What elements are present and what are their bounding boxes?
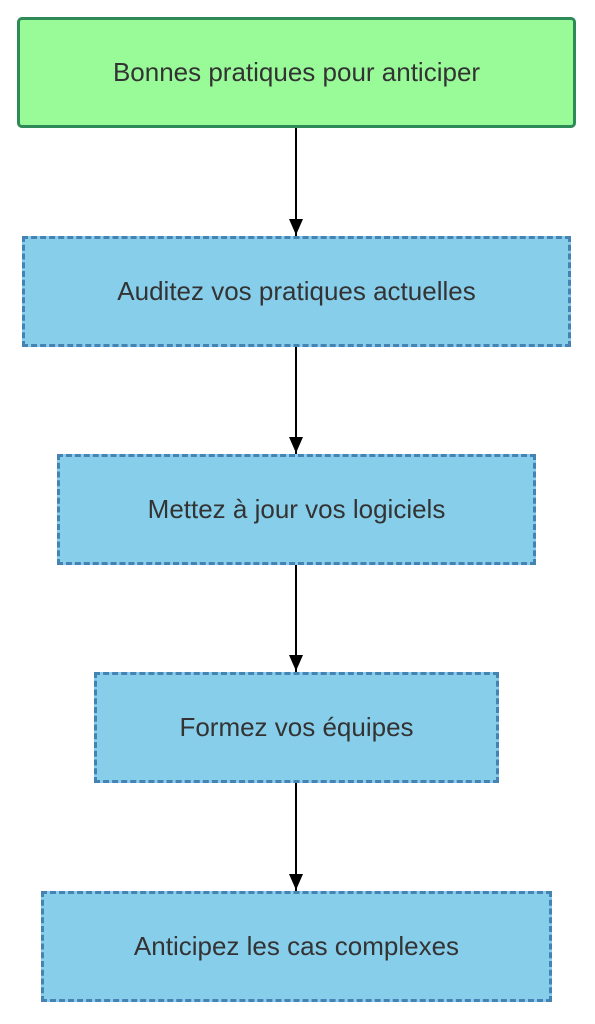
step-node-label: Formez vos équipes [179,712,414,742]
arrow-train-to-anticipate [289,783,303,891]
arrow-audit-to-update [289,347,303,454]
arrow-update-to-train [289,565,303,672]
root-node: Bonnes pratiques pour anticiper [17,17,576,128]
step-node-update: Mettez à jour vos logiciels [57,454,536,565]
step-node-train: Formez vos équipes [94,672,499,783]
step-node-label: Auditez vos pratiques actuelles [117,276,476,306]
step-node-label: Anticipez les cas complexes [133,931,460,961]
root-node-label: Bonnes pratiques pour anticiper [112,57,481,87]
step-node-anticipate: Anticipez les cas complexes [41,891,552,1002]
arrow-root-to-audit [289,128,303,236]
step-node-label: Mettez à jour vos logiciels [147,494,446,524]
step-node-audit: Auditez vos pratiques actuelles [22,236,571,347]
